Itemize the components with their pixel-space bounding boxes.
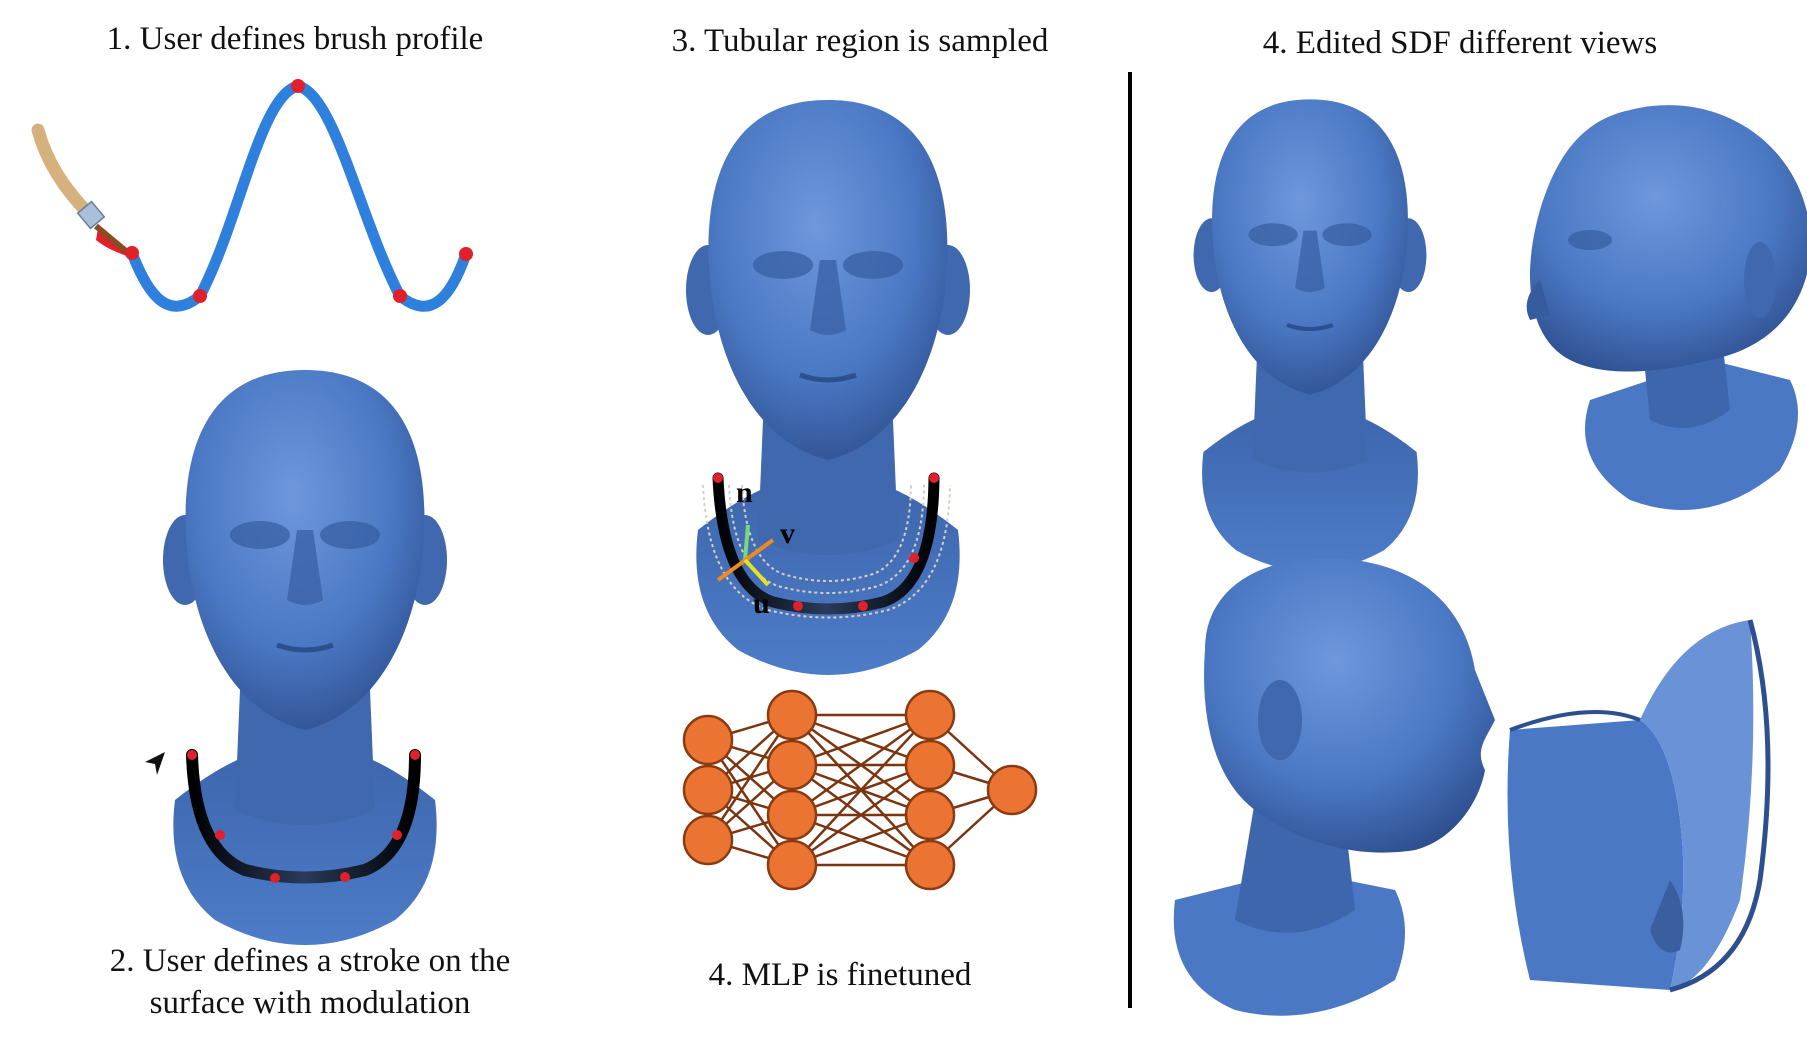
mlp-neuron bbox=[682, 764, 734, 816]
mlp-neuron bbox=[766, 839, 818, 891]
u-axis-arrow bbox=[743, 558, 770, 587]
step2-caption-line2: surface with modulation bbox=[149, 985, 471, 1021]
mlp-neuron bbox=[904, 789, 956, 841]
stroke-point bbox=[340, 872, 350, 882]
mlp-connection bbox=[791, 714, 931, 866]
brush-control-points bbox=[125, 79, 473, 303]
mlp-neuron bbox=[986, 764, 1038, 816]
step4-mlp-caption: 4. MLP is finetuned bbox=[708, 957, 972, 993]
view-front bbox=[1194, 99, 1427, 571]
step4-views-caption: 4. Edited SDF different views bbox=[1262, 25, 1658, 61]
mlp-neuron bbox=[904, 739, 956, 791]
stroke-head-mesh bbox=[145, 370, 447, 945]
v-axis-label: v bbox=[780, 517, 795, 550]
control-point bbox=[193, 289, 207, 303]
section-divider bbox=[1128, 72, 1132, 1008]
brush-icon bbox=[31, 123, 134, 259]
u-axis-label: u bbox=[753, 587, 770, 620]
stroke-point bbox=[270, 873, 280, 883]
stroke-point bbox=[858, 601, 868, 611]
mlp-neuron bbox=[766, 789, 818, 841]
n-axis-arrow bbox=[743, 524, 750, 561]
surface-stroke bbox=[186, 749, 421, 884]
mlp-neuron bbox=[904, 839, 956, 891]
mlp-neuron bbox=[904, 689, 956, 741]
mlp-connection bbox=[791, 763, 931, 867]
view-side bbox=[1173, 558, 1495, 1016]
stroke-point bbox=[929, 473, 939, 483]
step1-caption: 1. User defines brush profile bbox=[106, 21, 484, 57]
stroke-point bbox=[793, 601, 803, 611]
step3-caption: 3. Tubular region is sampled bbox=[671, 23, 1049, 59]
mlp-neuron bbox=[766, 689, 818, 741]
control-point bbox=[291, 79, 305, 93]
step2-caption-line1: 2. User defines a stroke on the bbox=[109, 943, 511, 979]
tubular-sample-rings bbox=[702, 484, 951, 619]
brush-profile bbox=[31, 79, 473, 312]
view-cross-section bbox=[1507, 619, 1771, 993]
step2-caption: 2. User defines a stroke on the surface … bbox=[60, 940, 560, 1024]
mlp-neuron bbox=[682, 814, 734, 866]
control-point bbox=[459, 247, 473, 261]
stroke-point bbox=[713, 473, 723, 483]
cursor-arrow-icon bbox=[145, 752, 165, 775]
mlp-neuron bbox=[766, 739, 818, 791]
control-point bbox=[393, 289, 407, 303]
stroke-point bbox=[187, 750, 197, 760]
tubular-sampling-head: n v u bbox=[686, 100, 970, 675]
mlp-network bbox=[682, 689, 1038, 891]
brush-profile-curve bbox=[126, 80, 472, 312]
mlp-connection bbox=[791, 713, 931, 817]
stroke-point bbox=[392, 830, 402, 840]
stroke-point bbox=[909, 553, 919, 563]
view-three-quarter bbox=[1526, 105, 1807, 510]
control-point bbox=[125, 246, 139, 260]
mlp-neuron bbox=[682, 714, 734, 766]
n-axis-label: n bbox=[736, 476, 753, 509]
local-frame-axes bbox=[716, 524, 775, 587]
stroke-point bbox=[410, 750, 420, 760]
tubular-stroke bbox=[712, 472, 940, 615]
stroke-point bbox=[215, 830, 225, 840]
